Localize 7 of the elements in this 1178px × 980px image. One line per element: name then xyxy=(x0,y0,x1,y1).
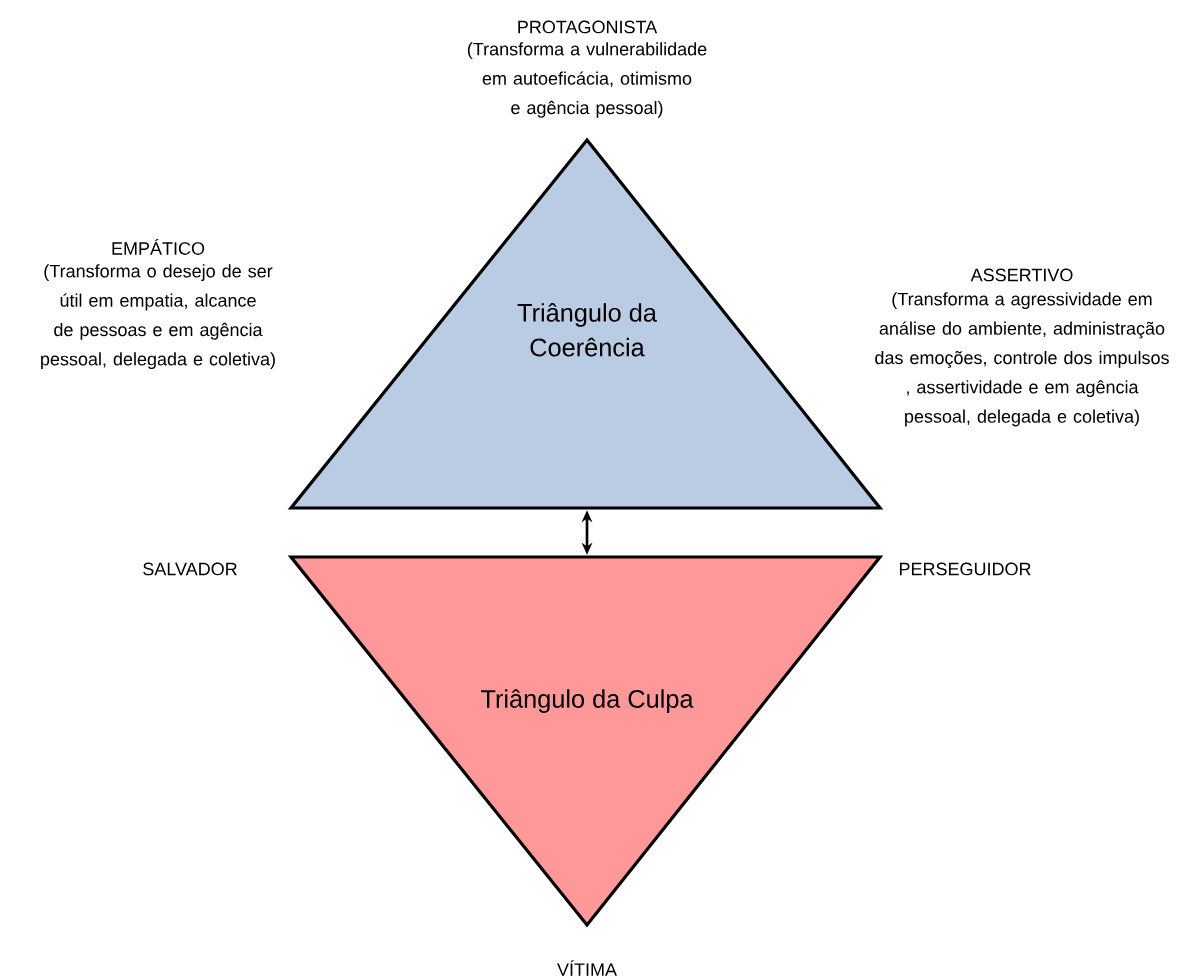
corner-label: PERSEGUIDOR xyxy=(900,562,1031,576)
description-text: (Transforma a vulnerabilidade em autoeficácia, otimismo e agência pessoal) xyxy=(467,42,707,118)
heading-text: PROTAGONISTA xyxy=(518,20,658,34)
heading-text: ASSERTIVO xyxy=(970,268,1073,282)
heading-text: EMPÁTICO xyxy=(112,239,205,255)
corner-label: SALVADOR xyxy=(143,562,237,576)
corner-label: VÍTIMA xyxy=(557,960,617,976)
